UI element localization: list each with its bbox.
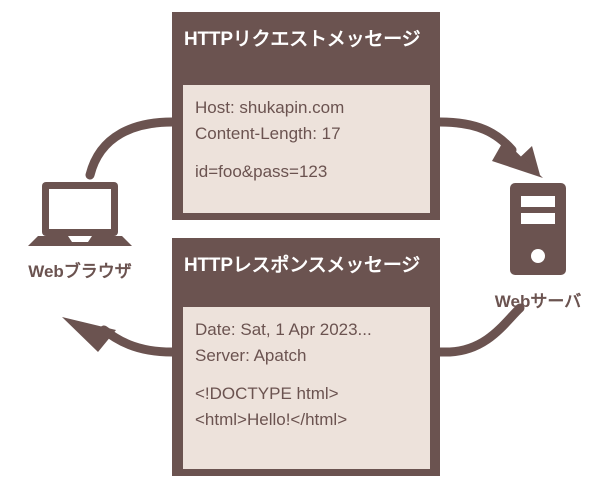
browser-label: Webブラウザ [28,262,132,281]
request-line: Host: shukapin.com [195,98,345,117]
response-message-panel: Date: Sat, 1 Apr 2023... Server: Apatch … [183,307,430,469]
request-message-panel: Host: shukapin.com Content-Length: 17 id… [183,85,430,213]
response-line: Date: Sat, 1 Apr 2023... [195,320,372,339]
response-line: <html>Hello!</html> [195,410,348,429]
response-arrow [62,303,525,357]
request-message-box: HTTPリクエストメッセージ Host: shukapin.com Conten… [172,12,440,220]
response-line-blank [195,369,418,381]
response-line: <!DOCTYPE html> [195,384,339,403]
request-message-title: HTTPリクエストメッセージ [184,29,421,50]
server-tower-icon [478,178,598,283]
response-message-title: HTTPレスポンスメッセージ [184,255,421,276]
request-line: Content-Length: 17 [195,124,341,143]
request-line: id=foo&pass=123 [195,162,328,181]
laptop-icon [8,178,152,253]
server-label: Webサーバ [494,292,582,311]
response-message-box: HTTPレスポンスメッセージ Date: Sat, 1 Apr 2023... … [172,238,440,476]
response-line: Server: Apatch [195,346,307,365]
request-line-blank [195,147,418,159]
browser-node: Webブラウザ [8,178,152,282]
server-node: Webサーバ [478,178,598,312]
